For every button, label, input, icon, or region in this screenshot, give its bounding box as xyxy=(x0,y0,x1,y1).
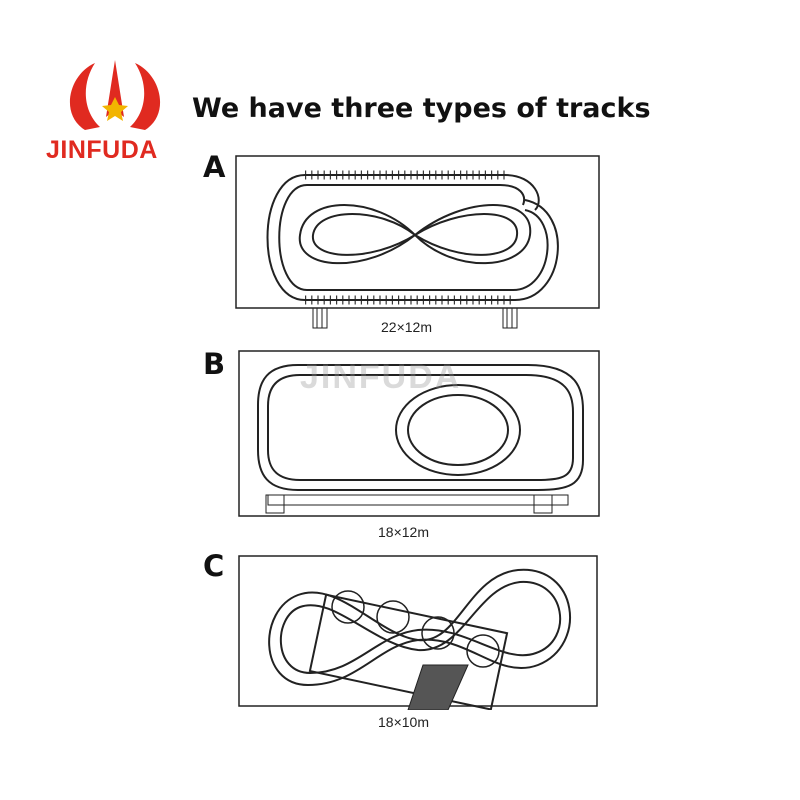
track-b-letter: B xyxy=(203,347,226,381)
track-c-letter: C xyxy=(203,549,225,583)
track-b-diagram xyxy=(238,350,600,517)
track-a-diagram xyxy=(235,155,600,329)
track-a-letter: A xyxy=(203,150,226,184)
headline: We have three types of tracks xyxy=(192,93,651,124)
brand-name: JINFUDA xyxy=(46,136,158,164)
track-c-dimensions: 18×10m xyxy=(378,714,429,730)
track-c-diagram xyxy=(238,555,598,710)
track-b-dimensions: 18×12m xyxy=(378,524,429,540)
watermark: JINFUDA xyxy=(300,358,462,396)
track-a-dimensions: 22×12m xyxy=(381,319,432,335)
jinfuda-logo xyxy=(69,60,161,130)
